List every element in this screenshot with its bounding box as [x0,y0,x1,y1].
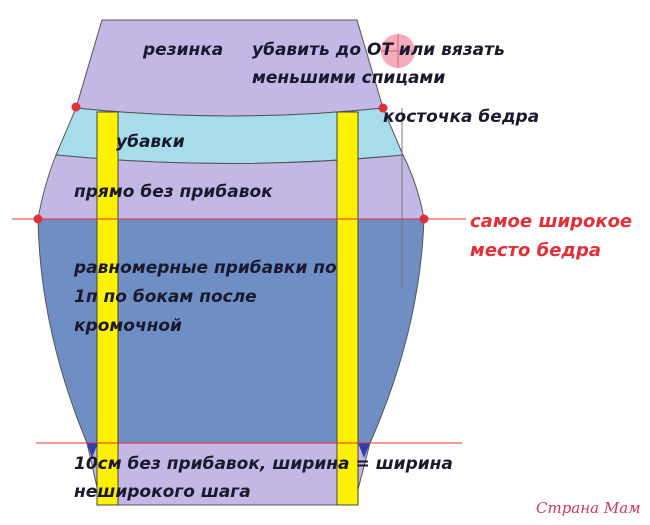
marker-wide-left [33,214,43,224]
straight-label: прямо без прибавок [74,182,273,202]
increases-label-line2: 1п по бокам после [74,287,257,307]
bottom-label-line2: неширокого шага [74,482,251,502]
widest-label-line2: место бедра [470,240,602,261]
strip-left [96,111,119,506]
hip-bone-label: косточка бедра [383,107,540,127]
rib-note-line2: меньшими спицами [252,68,446,88]
bottom-label-line1: 10см без прибавок, ширина = ширина [74,454,453,474]
watermark: Страна Мам [536,499,641,517]
widest-label-line1: самое широкое [470,211,633,232]
rib-note-line1: убавить до ОТ или вязать [252,40,505,60]
strip-right [336,111,359,506]
marker-hip-right [378,103,388,113]
corner-right [358,443,370,458]
decreases-label: убавки [116,132,185,152]
straight-band [37,154,425,220]
corner-left [87,443,98,458]
increases-label-line3: кромочной [74,316,182,336]
marker-hip-left [71,102,81,112]
rib-label: резинка [143,40,224,60]
marker-wide-right [419,214,429,224]
increases-label-line1: равномерные прибавки по [74,258,337,278]
